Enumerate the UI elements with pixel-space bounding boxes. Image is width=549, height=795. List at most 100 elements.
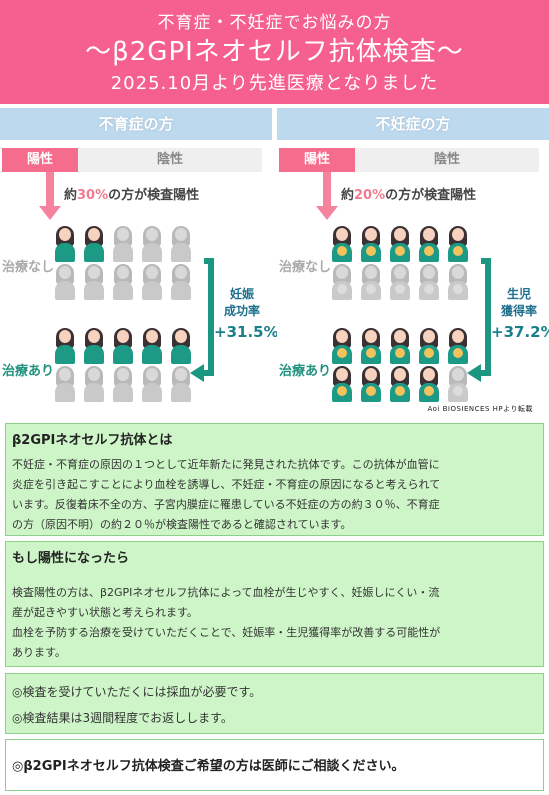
positive-label: 陽性 [279, 148, 355, 172]
box-text: 不妊症・不育症の原因の１つとして近年新たに発見された抗体です。この抗体が血管に … [6, 448, 543, 535]
column-title-infertility: 不妊症の方 [277, 108, 549, 140]
person-positive-icon [358, 366, 384, 402]
column-title-recurrent-miscarriage: 不育症の方 [0, 108, 272, 140]
improvement-rate: 生児 獲得率 +37.2% [491, 286, 549, 341]
person-neutral-icon [329, 264, 355, 300]
box-text: 検査陽性の方は、β2GPIネオセルフ抗体によって血栓が生じやすく、妊娠しにくい・… [6, 566, 543, 663]
person-neutral-icon [445, 264, 471, 300]
rate-value: +31.5% [214, 323, 279, 341]
improvement-bracket-icon [467, 258, 491, 382]
person-neutral-icon [110, 264, 136, 300]
info-box-test-notes: ◎検査を受けていただくには採血が必要です。 ◎検査結果は3週間程度でお返しします… [5, 673, 544, 734]
text-line: ◎検査を受けていただくには採血が必要です。 [12, 685, 262, 699]
person-positive-icon [445, 226, 471, 262]
header-title: 〜β2GPIネオセルフ抗体検査〜 [85, 37, 464, 67]
header-announcement: 2025.10月より先進医療となりました [110, 73, 439, 94]
text-line: 血栓を予防する治療を受けていただくことで、妊娠率・生児獲得率が改善する可能性が [12, 626, 441, 639]
pct-prefix: 約 [64, 188, 78, 203]
text-line: の方（原因不明）の約２０％が検査陽性であると確認されています。 [12, 518, 352, 531]
info-box-if-positive: もし陽性になったら 検査陽性の方は、β2GPIネオセルフ抗体によって血栓が生じや… [5, 541, 544, 667]
person-positive-icon [387, 328, 413, 364]
person-neutral-icon [139, 264, 165, 300]
header-subtitle: 不育症・不妊症でお悩みの方 [157, 13, 392, 33]
positive-rate-text: 約30%の方が検査陽性 [64, 184, 199, 203]
consult-message: ◎β2GPIネオセルフ抗体検査ご希望の方は医師にご相談ください。 [12, 759, 405, 774]
people-grid-without-treatment [52, 226, 194, 302]
person-neutral-icon [168, 226, 194, 262]
person-positive-icon [387, 366, 413, 402]
person-positive-icon [139, 328, 165, 364]
rate-label-1: 生児 [506, 287, 531, 301]
person-positive-icon [329, 328, 355, 364]
negative-label: 陰性 [355, 148, 539, 172]
text-line: 検査陽性の方は、β2GPIネオセルフ抗体によって血栓が生じやすく、妊娠しにくい・… [12, 586, 440, 599]
text-line: います。反復着床不全の方、子宮内膜症に罹患している不妊症の方の約３０％、不育症 [12, 498, 440, 511]
person-neutral-icon [168, 366, 194, 402]
rate-value: +37.2% [491, 323, 549, 341]
source-credit: Aoi BIOSIENCES HPより転載 [427, 405, 533, 413]
person-positive-icon [52, 328, 78, 364]
row-label-without-treatment: 治療なし [2, 260, 55, 275]
down-arrow-icon [316, 172, 338, 220]
rate-label-2: 獲得率 [500, 304, 537, 318]
person-neutral-icon [139, 366, 165, 402]
positive-negative-bar: 陽性 陰性 [279, 148, 539, 172]
pct-suffix: の方が検査陽性 [385, 188, 477, 203]
person-neutral-icon [52, 366, 78, 402]
text-line: あります。 [12, 646, 66, 659]
person-neutral-icon [110, 366, 136, 402]
person-neutral-icon [445, 366, 471, 402]
person-neutral-icon [168, 264, 194, 300]
panel-infertility: 陽性 陰性 約20%の方が検査陽性 治療なし 治療あり 生児 獲得率 +37.2… [277, 144, 549, 416]
person-positive-icon [81, 226, 107, 262]
rate-label-2: 成功率 [223, 304, 260, 318]
person-positive-icon [358, 226, 384, 262]
person-neutral-icon [416, 264, 442, 300]
row-label-with-treatment: 治療あり [279, 364, 332, 379]
person-neutral-icon [52, 264, 78, 300]
rate-label-1: 妊娠 [229, 287, 254, 301]
pct-value: 30% [77, 188, 109, 203]
person-positive-icon [52, 226, 78, 262]
down-arrow-icon [39, 172, 61, 220]
person-neutral-icon [110, 226, 136, 262]
negative-label: 陰性 [78, 148, 262, 172]
person-positive-icon [445, 328, 471, 364]
improvement-bracket-icon [190, 258, 214, 382]
text-line: ◎検査結果は3週間程度でお返しします。 [12, 711, 233, 725]
person-positive-icon [416, 328, 442, 364]
pct-suffix: の方が検査陽性 [108, 188, 200, 203]
box-text: ◎検査を受けていただくには採血が必要です。 ◎検査結果は3週間程度でお返しします… [6, 674, 543, 731]
person-neutral-icon [387, 264, 413, 300]
person-positive-icon [416, 226, 442, 262]
person-positive-icon [416, 366, 442, 402]
row-label-without-treatment: 治療なし [279, 260, 332, 275]
person-positive-icon [329, 226, 355, 262]
text-line: 産が起きやすい状態と考えられます。 [12, 606, 198, 619]
positive-negative-bar: 陽性 陰性 [2, 148, 262, 172]
panel-recurrent-miscarriage: 陽性 陰性 約30%の方が検査陽性 治療なし 治療あり 妊娠 成功率 +31.5… [0, 144, 279, 416]
person-positive-icon [358, 328, 384, 364]
person-positive-icon [329, 366, 355, 402]
info-box-antibody: β2GPIネオセルフ抗体とは 不妊症・不育症の原因の１つとして近年新たに発見され… [5, 423, 544, 536]
header-banner: 不育症・不妊症でお悩みの方 〜β2GPIネオセルフ抗体検査〜 2025.10月よ… [0, 0, 549, 104]
person-positive-icon [110, 328, 136, 364]
box-title: もし陽性になったら [12, 551, 130, 566]
positive-rate-text: 約20%の方が検査陽性 [341, 184, 476, 203]
person-positive-icon [387, 226, 413, 262]
row-label-with-treatment: 治療あり [2, 364, 55, 379]
person-neutral-icon [81, 366, 107, 402]
pct-prefix: 約 [341, 188, 355, 203]
person-positive-icon [81, 328, 107, 364]
text-line: 炎症を引き起こすことにより血栓を誘導し、不妊症・不育症の原因になると考えられて [12, 478, 441, 491]
box-title: β2GPIネオセルフ抗体とは [12, 433, 173, 448]
person-positive-icon [168, 328, 194, 364]
positive-label: 陽性 [2, 148, 78, 172]
text-line: 不妊症・不育症の原因の１つとして近年新たに発見された抗体です。この抗体が血管に [12, 458, 440, 471]
people-grid-without-treatment [329, 226, 471, 302]
info-box-consult: ◎β2GPIネオセルフ抗体検査ご希望の方は医師にご相談ください。 [5, 739, 544, 791]
person-neutral-icon [358, 264, 384, 300]
people-grid-with-treatment [52, 328, 194, 404]
person-neutral-icon [139, 226, 165, 262]
pct-value: 20% [354, 188, 386, 203]
